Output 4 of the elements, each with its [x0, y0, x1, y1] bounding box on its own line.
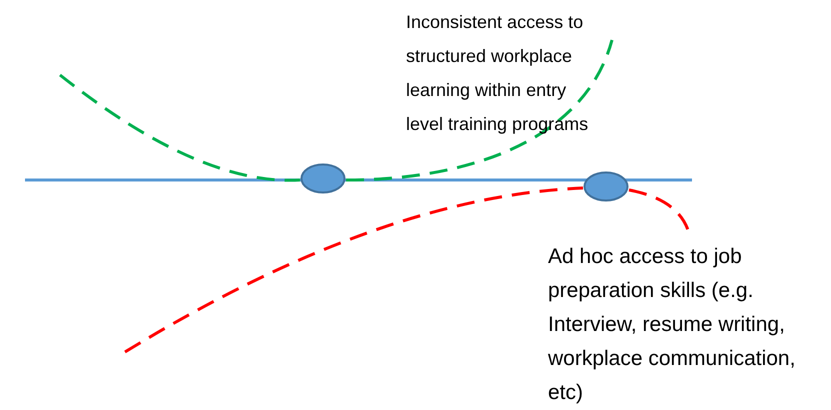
ellipse-marker [300, 163, 346, 194]
ellipse-marker [583, 171, 629, 202]
annotation-text: Inconsistent access to structured workplace learning within entry level training programs [406, 11, 590, 136]
annotation-text: Ad hoc access to job preparation skills (e.g. Interview, resume writing, workplace communication, etc) [548, 244, 796, 406]
